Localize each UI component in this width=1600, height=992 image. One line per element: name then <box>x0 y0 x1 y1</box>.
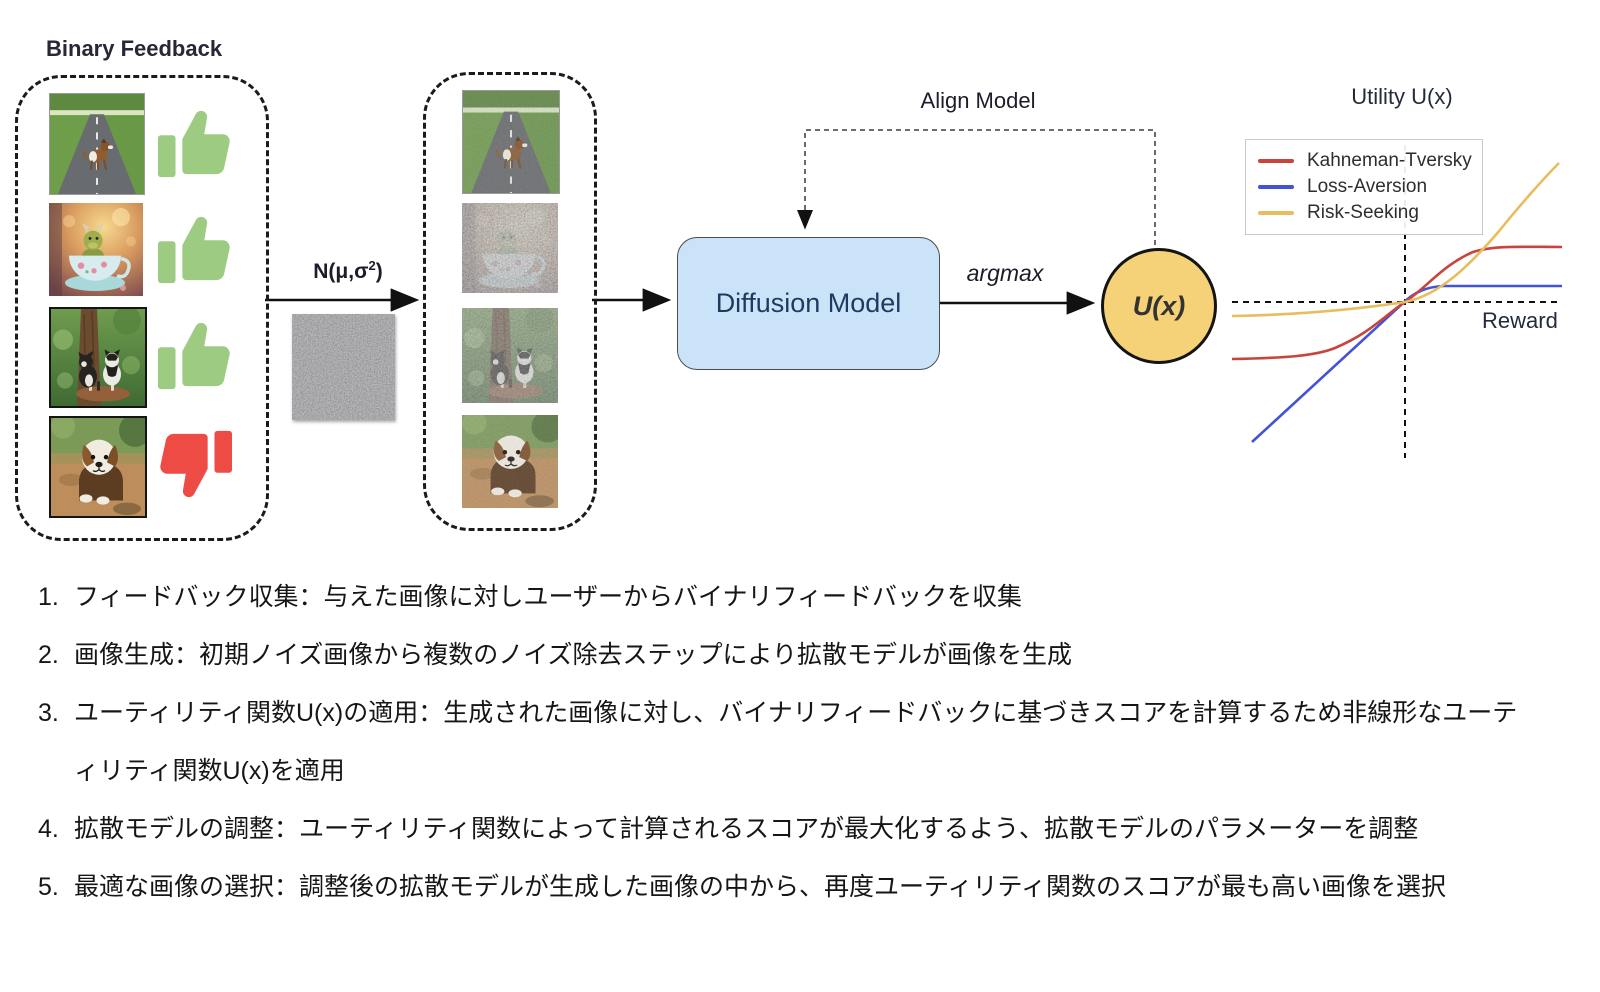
step-item-1: 1. フィードバック収集：与えた画像に対しユーザーからバイナリフィードバックを収… <box>38 583 1023 611</box>
legend-swatch-risk-seeking <box>1258 211 1294 215</box>
thumbs-up-icon <box>155 318 235 392</box>
image-dragon-in-teacup <box>49 203 143 296</box>
reward-axis-label: Reward <box>1482 308 1558 333</box>
gaussian-noise-label: N(μ,σ2) <box>313 258 383 283</box>
noise-image <box>292 314 395 420</box>
binary-feedback-title: Binary Feedback <box>46 36 223 61</box>
generated-image-puppy <box>462 415 558 508</box>
diffusion-model-box: Diffusion Model <box>677 237 940 370</box>
utility-function-node: U(x) <box>1101 248 1217 364</box>
image-cats-under-tree <box>49 307 147 408</box>
curve-risk-seeking <box>1231 162 1560 318</box>
diagram-area: Binary Feedback <box>15 36 1563 541</box>
step-item-4: 4. 拡散モデルの調整：ユーティリティ関数によって計算されるスコアが最大化するよ… <box>38 815 1419 843</box>
generated-image-cats-noisy <box>462 308 558 403</box>
thumbs-up-icon <box>155 106 235 180</box>
align-model-label: Align Model <box>920 88 1036 113</box>
utility-node-label: U(x) <box>1132 290 1186 321</box>
legend-item: Kahneman-Tversky <box>1258 148 1472 174</box>
align-feedback-dashed <box>796 129 1156 245</box>
binary-feedback-box <box>15 75 269 541</box>
legend-item: Loss-Aversion <box>1258 174 1472 200</box>
chart-legend: Kahneman-Tversky Loss-Aversion Risk-Seek… <box>1245 139 1483 235</box>
generated-image-dog-on-road <box>462 90 560 194</box>
step-item-5: 5. 最適な画像の選択：調整後の拡散モデルが生成した画像の中から、再度ユーティリ… <box>38 873 1447 901</box>
generated-images-box <box>423 72 597 531</box>
legend-swatch-loss-aversion <box>1258 185 1294 189</box>
image-puppy <box>49 416 147 518</box>
utility-chart-title: Utility U(x) <box>1351 84 1453 109</box>
connector-lines <box>265 129 1156 315</box>
thumbs-up-icon <box>155 212 235 286</box>
diffusion-model-label: Diffusion Model <box>715 288 902 318</box>
step-item-3: 3. ユーティリティ関数U(x)の適用：生成された画像に対し、バイナリフィードバ… <box>38 699 1518 785</box>
explanation-steps: 1. フィードバック収集：与えた画像に対しユーザーからバイナリフィードバックを収… <box>38 568 1568 916</box>
thumbs-down-icon <box>155 428 235 502</box>
legend-swatch-kahneman <box>1258 159 1294 163</box>
utility-chart-plot <box>1231 145 1563 458</box>
argmax-label: argmax <box>966 260 1044 286</box>
image-dog-on-road <box>49 93 145 195</box>
generated-image-dragon-noisy <box>462 203 558 293</box>
step-item-2: 2. 画像生成：初期ノイズ画像から複数のノイズ除去ステップにより拡散モデルが画像… <box>38 641 1073 669</box>
legend-item: Risk-Seeking <box>1258 200 1472 226</box>
